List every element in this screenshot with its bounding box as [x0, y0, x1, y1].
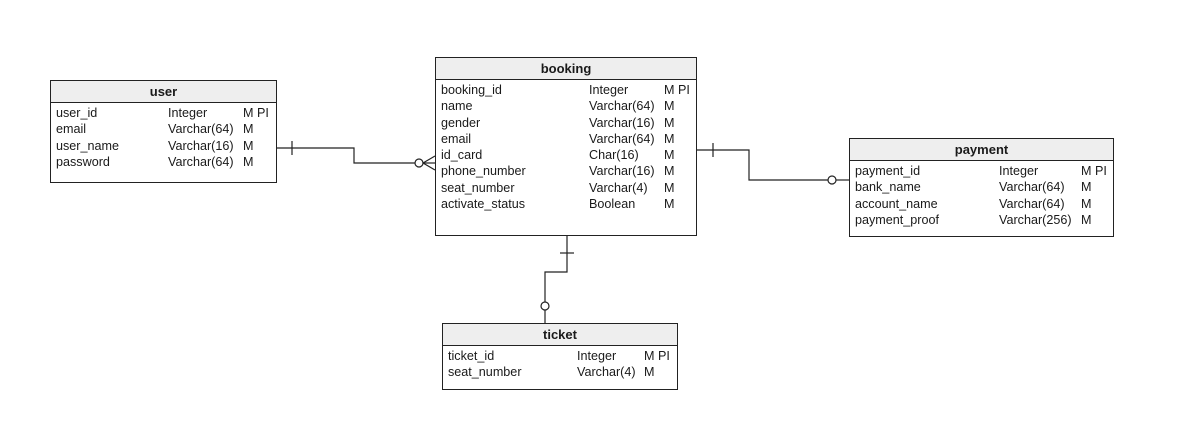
- attribute-flags: M: [243, 138, 254, 153]
- attribute-type: Varchar(4): [577, 365, 636, 380]
- attribute-row: email Varchar(64) M: [51, 121, 276, 137]
- attribute-name: user_id: [56, 106, 98, 120]
- attribute-row: ticket_id Integer M PI: [443, 348, 677, 364]
- attribute-type: Char(16): [589, 148, 639, 163]
- attribute-row: name Varchar(64) M: [436, 98, 696, 114]
- attribute-flags: M: [644, 365, 655, 380]
- attribute-name: gender: [441, 115, 481, 130]
- attribute-flags: M: [1081, 180, 1092, 195]
- relationship-booking-ticket: [540, 236, 574, 323]
- entity-payment[interactable]: payment payment_id Integer M PI bank_nam…: [849, 138, 1114, 237]
- attribute-type: Varchar(4): [589, 180, 648, 195]
- attribute-flags: M: [243, 154, 254, 169]
- attribute-type: Varchar(64): [589, 99, 655, 114]
- attribute-row: user_id Integer M PI: [51, 105, 276, 121]
- connector-user-booking-line: [277, 147, 420, 164]
- attribute-row: seat_number Varchar(4) M: [443, 364, 677, 380]
- attribute-name: password: [56, 154, 110, 169]
- attribute-flags: M: [664, 148, 675, 163]
- attribute-type: Varchar(64): [999, 196, 1065, 211]
- attribute-type: Integer: [168, 106, 208, 120]
- entity-title: booking: [436, 58, 696, 80]
- attribute-flags: M PI: [664, 83, 690, 97]
- attribute-flags: M: [664, 197, 675, 212]
- attribute-name: activate_status: [441, 197, 526, 212]
- attribute-type: Varchar(64): [999, 180, 1065, 195]
- attribute-type: Varchar(16): [168, 138, 234, 153]
- attribute-name: seat_number: [448, 365, 522, 380]
- attribute-row: password Varchar(64) M: [51, 154, 276, 170]
- attribute-name: email: [441, 131, 472, 146]
- attribute-flags: M: [664, 180, 675, 195]
- attribute-flags: M: [664, 164, 675, 179]
- attribute-flags: M PI: [1081, 164, 1107, 178]
- entity-ticket[interactable]: ticket ticket_id Integer M PI seat_numbe…: [442, 323, 678, 390]
- attribute-type: Boolean: [589, 197, 636, 212]
- attribute-row: user_name Varchar(16) M: [51, 138, 276, 154]
- attribute-row: bank_name Varchar(64) M: [850, 179, 1113, 195]
- attribute-name: booking_id: [441, 83, 502, 97]
- attribute-flags: M: [243, 122, 254, 137]
- attribute-flags: M: [1081, 212, 1092, 227]
- attribute-name: ticket_id: [448, 349, 495, 363]
- attribute-name: payment_proof: [855, 212, 940, 227]
- attribute-name: email: [56, 122, 87, 137]
- entity-title: payment: [850, 139, 1113, 161]
- attribute-type: Varchar(16): [589, 164, 655, 179]
- attribute-name: bank_name: [855, 180, 921, 195]
- zero-marker-ticket: [540, 301, 550, 311]
- attribute-type: Integer: [589, 83, 629, 97]
- zero-marker-booking: [414, 158, 424, 168]
- attribute-row: booking_id Integer M PI: [436, 82, 696, 98]
- attribute-type: Integer: [577, 349, 617, 363]
- relationship-user-booking: [277, 141, 436, 171]
- attribute-type: Varchar(64): [168, 122, 234, 137]
- attribute-name: phone_number: [441, 164, 526, 179]
- attribute-type: Varchar(256): [999, 212, 1072, 227]
- attribute-flags: M PI: [644, 349, 670, 363]
- entity-title: user: [51, 81, 276, 103]
- attribute-flags: M: [664, 115, 675, 130]
- crowfoot-top-booking: [422, 155, 436, 164]
- zero-marker-payment: [827, 175, 837, 185]
- attribute-row: payment_proof Varchar(256) M: [850, 212, 1113, 228]
- attribute-flags: M: [664, 99, 675, 114]
- entity-title: ticket: [443, 324, 677, 346]
- entity-user[interactable]: user user_id Integer M PI email Varchar(…: [50, 80, 277, 183]
- attribute-row: email Varchar(64) M: [436, 131, 696, 147]
- attribute-type: Varchar(64): [589, 131, 655, 146]
- attribute-row: id_card Char(16) M: [436, 147, 696, 163]
- attribute-name: seat_number: [441, 180, 515, 195]
- relationship-booking-payment: [697, 143, 849, 185]
- entity-booking[interactable]: booking booking_id Integer M PI name Var…: [435, 57, 697, 236]
- attribute-name: name: [441, 99, 473, 114]
- attribute-type: Varchar(64): [168, 154, 234, 169]
- attribute-row: account_name Varchar(64) M: [850, 196, 1113, 212]
- connector-booking-payment-line: [697, 149, 828, 181]
- attribute-row: payment_id Integer M PI: [850, 163, 1113, 179]
- attribute-flags: M: [664, 131, 675, 146]
- attribute-row: gender Varchar(16) M: [436, 115, 696, 131]
- attribute-row: phone_number Varchar(16) M: [436, 163, 696, 179]
- attribute-row: activate_status Boolean M: [436, 196, 696, 212]
- attribute-row: seat_number Varchar(4) M: [436, 180, 696, 196]
- attribute-type: Integer: [999, 164, 1039, 178]
- attribute-name: payment_id: [855, 164, 921, 178]
- connector-booking-ticket-line: [544, 236, 568, 302]
- attribute-name: user_name: [56, 138, 120, 153]
- attribute-flags: M: [1081, 196, 1092, 211]
- attribute-type: Varchar(16): [589, 115, 655, 130]
- attribute-flags: M PI: [243, 106, 269, 120]
- attribute-name: id_card: [441, 148, 483, 163]
- crowfoot-bottom-booking: [422, 162, 436, 171]
- attribute-name: account_name: [855, 196, 938, 211]
